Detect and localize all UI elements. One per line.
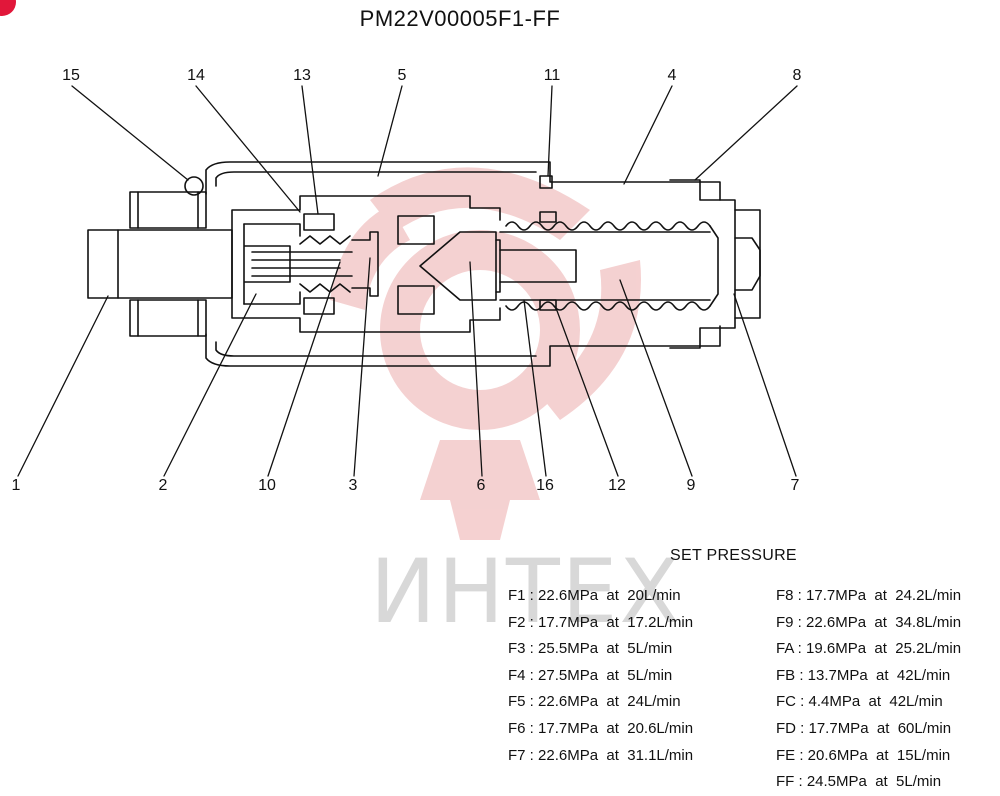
set-pressure-right-column: F8 : 17.7MPa at 24.2L/min F9 : 22.6MPa a… <box>776 583 961 796</box>
plug-neck <box>117 229 233 299</box>
pressure-row: F5 : 22.6MPa at 24L/min <box>508 693 681 711</box>
label-9: 9 <box>686 477 696 494</box>
pressure-row: F6 : 17.7MPa at 20.6L/min <box>508 719 694 737</box>
diagram-title: PM22V00005F1-FF <box>359 6 561 31</box>
label-13: 13 <box>293 67 311 84</box>
label-3: 3 <box>348 477 358 494</box>
inner-sleeve <box>231 195 501 333</box>
label-11: 11 <box>543 67 561 84</box>
pressure-row: FB : 13.7MPa at 42L/min <box>776 666 951 684</box>
right-cap <box>669 179 736 349</box>
label-2: 2 <box>158 477 168 494</box>
housing-upper <box>205 161 721 201</box>
pressure-row: FC : 4.4MPa at 42L/min <box>776 693 943 711</box>
pressure-row: FA : 19.6MPa at 25.2L/min <box>776 640 962 658</box>
label-5: 5 <box>397 67 407 84</box>
label-12: 12 <box>608 477 626 494</box>
label-4: 4 <box>667 67 677 84</box>
pressure-row: F8 : 17.7MPa at 24.2L/min <box>776 587 962 604</box>
o-ring-12 <box>539 299 557 311</box>
pressure-row: F2 : 17.7MPa at 17.2L/min <box>508 613 694 631</box>
pressure-row: FE : 20.6MPa at 15L/min <box>776 746 951 764</box>
label-8: 8 <box>792 67 802 84</box>
pressure-row: FD : 17.7MPa at 60L/min <box>776 719 952 737</box>
plug-body <box>87 229 119 299</box>
label-7: 7 <box>790 477 800 494</box>
pressure-row: FF : 24.5MPa at 5L/min <box>776 773 942 791</box>
label-16: 16 <box>536 477 554 494</box>
label-6: 6 <box>476 477 486 494</box>
seat-stem <box>351 231 379 297</box>
label-14: 14 <box>187 67 205 84</box>
set-pressure-left-column: F1 : 22.6MPa at 20L/min F2 : 17.7MPa at … <box>508 583 693 769</box>
hex-nut-left <box>129 191 207 229</box>
small-spring <box>299 235 351 293</box>
label-10: 10 <box>258 477 276 494</box>
set-pressure-heading: SET PRESSURE <box>670 547 797 564</box>
piston <box>243 223 291 305</box>
watermark-text: ИНТЕХ <box>370 540 682 643</box>
pressure-row: F3 : 25.5MPa at 5L/min <box>508 640 673 658</box>
main-spring <box>499 231 711 301</box>
pressure-row: F9 : 22.6MPa at 34.8L/min <box>776 613 962 631</box>
o-ring-15 <box>184 176 204 196</box>
label-1: 1 <box>11 477 21 494</box>
pressure-row: F7 : 22.6MPa at 31.1L/min <box>508 746 694 764</box>
label-15: 15 <box>62 67 80 84</box>
poppet-cone <box>419 231 497 301</box>
pressure-row: F4 : 27.5MPa at 5L/min <box>508 666 673 684</box>
pressure-row: F1 : 22.6MPa at 20L/min <box>508 587 681 604</box>
